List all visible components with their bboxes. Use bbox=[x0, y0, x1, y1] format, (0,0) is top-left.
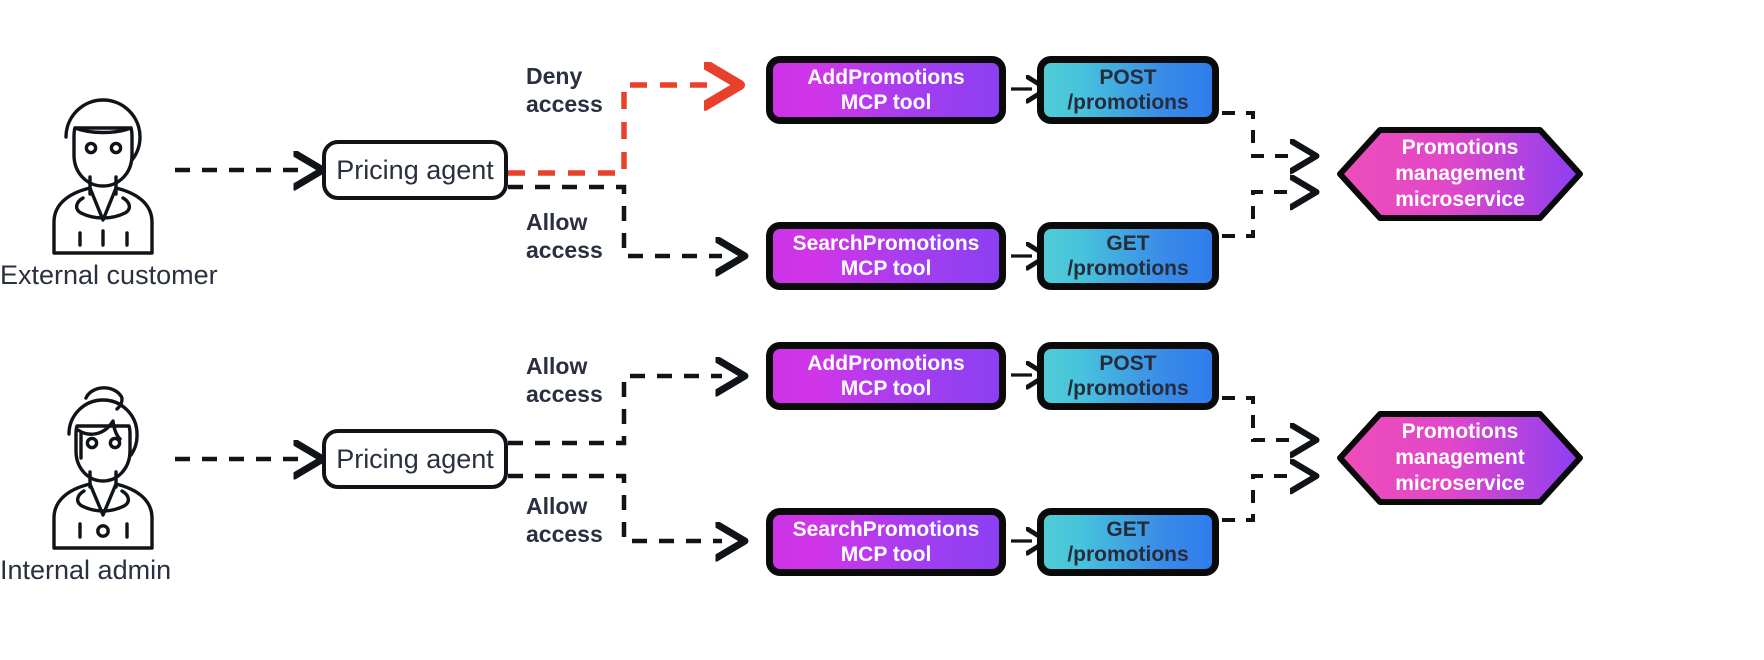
actor-external-customer: External customer bbox=[0, 85, 218, 290]
service-line2: management bbox=[1395, 445, 1525, 469]
service-line3: microservice bbox=[1395, 188, 1525, 212]
actor-label-internal-admin: Internal admin bbox=[0, 555, 172, 585]
endpoint-path: /promotions bbox=[1067, 543, 1189, 566]
endpoint-path: /promotions bbox=[1067, 377, 1189, 400]
node-get-promotions-row2[interactable]: GET /promotions bbox=[1037, 508, 1219, 576]
service-line3: microservice bbox=[1395, 472, 1525, 496]
service-label-row1: Promotions management microservice bbox=[1340, 130, 1580, 218]
user-female-icon bbox=[52, 386, 154, 550]
node-addpromotions-mcp-tool-row1[interactable]: AddPromotions MCP tool bbox=[766, 56, 1006, 124]
service-line2: management bbox=[1395, 161, 1525, 185]
tool-line2: MCP tool bbox=[840, 543, 932, 566]
endpoint-method: POST bbox=[1099, 351, 1157, 375]
endpoint-method: POST bbox=[1099, 65, 1157, 89]
wire-endpoint-to-service-row2-top bbox=[1222, 396, 1296, 440]
service-promotions-management-row1: Promotions management microservice bbox=[1340, 130, 1580, 218]
tool-line1: AddPromotions bbox=[807, 351, 965, 375]
node-post-promotions-row1[interactable]: POST /promotions bbox=[1037, 56, 1219, 124]
agent-label-row2: Pricing agent bbox=[336, 443, 494, 474]
agent-box-pricing-agent-row2[interactable]: Pricing agent bbox=[322, 429, 508, 489]
node-searchpromotions-mcp-tool-row2[interactable]: SearchPromotions MCP tool bbox=[766, 508, 1006, 576]
endpoint-method: GET bbox=[1106, 231, 1150, 255]
service-promotions-management-row2: Promotions management microservice bbox=[1340, 414, 1580, 502]
user-male-icon bbox=[52, 98, 154, 255]
endpoint-path: /promotions bbox=[1067, 257, 1189, 280]
node-searchpromotions-mcp-tool-row1[interactable]: SearchPromotions MCP tool bbox=[766, 222, 1006, 290]
service-label-row2: Promotions management microservice bbox=[1340, 414, 1580, 502]
agent-box-pricing-agent-row1[interactable]: Pricing agent bbox=[322, 140, 508, 200]
edge-label-allow-access-row2-bottom: Allow access bbox=[526, 493, 603, 548]
tool-line2: MCP tool bbox=[840, 91, 932, 114]
tool-line1: AddPromotions bbox=[807, 65, 965, 89]
edge-label-allow-access-row1: Allow access bbox=[526, 209, 603, 264]
tool-line1: SearchPromotions bbox=[792, 231, 980, 255]
tool-line2: MCP tool bbox=[840, 257, 932, 280]
service-line1: Promotions bbox=[1401, 135, 1519, 159]
endpoint-path: /promotions bbox=[1067, 91, 1189, 114]
service-line1: Promotions bbox=[1401, 419, 1519, 443]
tool-line1: SearchPromotions bbox=[792, 517, 980, 541]
wire-endpoint-to-service-row2-bottom bbox=[1222, 476, 1296, 522]
actor-internal-admin: Internal admin bbox=[0, 372, 171, 585]
wire-endpoint-to-service-row1-top bbox=[1222, 111, 1296, 156]
tool-line2: MCP tool bbox=[840, 377, 932, 400]
edge-label-deny-access-row1: Deny access bbox=[526, 63, 603, 118]
actor-label-external-customer: External customer bbox=[0, 260, 218, 290]
node-post-promotions-row2[interactable]: POST /promotions bbox=[1037, 342, 1219, 410]
node-get-promotions-row1[interactable]: GET /promotions bbox=[1037, 222, 1219, 290]
edge-label-allow-access-row2-top: Allow access bbox=[526, 353, 603, 408]
node-addpromotions-mcp-tool-row2[interactable]: AddPromotions MCP tool bbox=[766, 342, 1006, 410]
agent-label-row1: Pricing agent bbox=[336, 154, 494, 185]
endpoint-method: GET bbox=[1106, 517, 1150, 541]
wire-endpoint-to-service-row1-bottom bbox=[1222, 192, 1296, 238]
